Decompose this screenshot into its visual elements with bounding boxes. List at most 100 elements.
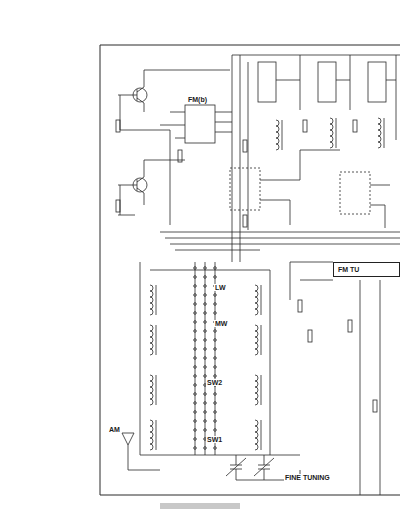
label-text: FM(b) (187, 96, 208, 103)
label-text: AM (108, 426, 121, 433)
coil-core (261, 285, 262, 315)
wire (290, 262, 380, 495)
resistor-symbol (303, 120, 307, 132)
switch-contact (204, 375, 207, 378)
switch-contact (194, 429, 197, 432)
coil-core (156, 325, 157, 355)
coil-symbol (150, 325, 153, 355)
coil-core (261, 375, 262, 405)
wire (118, 95, 170, 225)
switch-contact (214, 375, 217, 378)
if-transformer (368, 62, 386, 102)
switch-contact (194, 366, 197, 369)
switch-contact (194, 411, 197, 414)
wire (260, 150, 390, 228)
bus-wire (160, 232, 400, 250)
coil-symbol (276, 120, 279, 150)
switch-contact (204, 393, 207, 396)
switch-block (185, 105, 215, 143)
band-label: AM (108, 426, 121, 433)
band-label: LW (214, 284, 227, 291)
switch-contact (204, 312, 207, 315)
switch-contact (194, 447, 197, 450)
switch-contact (194, 330, 197, 333)
switch-contact (214, 339, 217, 342)
switch-contact (214, 420, 217, 423)
label-text: SW2 (206, 379, 223, 386)
switch-contact (214, 393, 217, 396)
label-text: MW (214, 320, 228, 327)
switch-contact (194, 321, 197, 324)
coil-symbol (255, 325, 258, 355)
switch-contact (214, 402, 217, 405)
scan-strip (160, 503, 240, 509)
resistor-symbol (308, 330, 312, 342)
switch-contact (214, 447, 217, 450)
switch-contact (204, 339, 207, 342)
coil-symbol (330, 118, 333, 148)
switch-contact (194, 420, 197, 423)
switch-contact (194, 357, 197, 360)
switch-contact (214, 366, 217, 369)
switch-contact (194, 402, 197, 405)
switch-contact (204, 429, 207, 432)
switch-contact (194, 303, 197, 306)
resistor-symbol (178, 150, 182, 162)
resistor-symbol (373, 400, 377, 412)
variable-capacitor (226, 455, 274, 480)
switch-contact (204, 420, 207, 423)
band-label: FM(b) (187, 96, 208, 103)
label-text: SW1 (206, 436, 223, 443)
box-title: FM TU (334, 263, 399, 276)
band-label: SW2 (206, 379, 223, 386)
coil-symbol (255, 375, 258, 405)
band-label: SW1 (206, 436, 223, 443)
switch-contact (194, 339, 197, 342)
coil-symbol (255, 420, 258, 450)
switch-contact (204, 321, 207, 324)
switch-contact (194, 393, 197, 396)
if-transformer (258, 62, 276, 102)
resistor-symbol (298, 300, 302, 312)
label-text: LW (214, 284, 227, 291)
switch-contact (194, 267, 197, 270)
switch-contact (204, 447, 207, 450)
coil-core (282, 120, 283, 150)
resistor-symbol (116, 200, 120, 212)
wire (140, 262, 300, 455)
switch-contact (194, 438, 197, 441)
switch-contact (214, 294, 217, 297)
switch-contact (214, 303, 217, 306)
switch-contact (194, 285, 197, 288)
coil-core (156, 375, 157, 405)
switch-contact (204, 330, 207, 333)
switch-contact (204, 411, 207, 414)
resistor-symbol (243, 140, 247, 152)
switch-contact (194, 312, 197, 315)
coil-core (384, 118, 385, 148)
band-label: FINE TUNING (284, 474, 331, 481)
switch-contact (214, 357, 217, 360)
switch-contact (194, 384, 197, 387)
resistor-symbol (353, 120, 357, 132)
coil-core (156, 285, 157, 315)
switch-contact (204, 285, 207, 288)
switch-contact (194, 348, 197, 351)
wire (232, 55, 400, 262)
coil-symbol (255, 285, 258, 315)
switch-contact (214, 429, 217, 432)
switch-contact (214, 348, 217, 351)
tuner-box: FM TU (333, 262, 400, 277)
switch-contact (194, 375, 197, 378)
switch-contact (204, 402, 207, 405)
if-transformer (340, 172, 370, 214)
switch-contact (204, 294, 207, 297)
coil-symbol (150, 375, 153, 405)
switch-contact (214, 411, 217, 414)
coil-core (336, 118, 337, 148)
wire (160, 112, 232, 138)
coil-symbol (378, 118, 381, 148)
switch-contact (204, 366, 207, 369)
